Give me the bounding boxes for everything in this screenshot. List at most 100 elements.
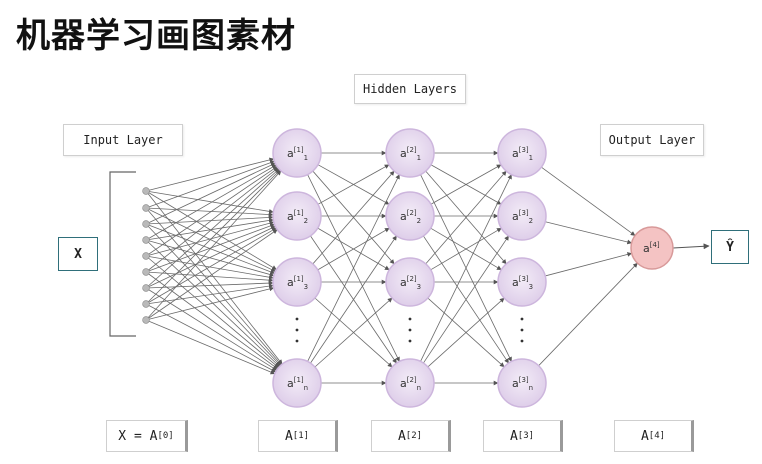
edge-hidden-hidden bbox=[427, 297, 505, 368]
edge-hidden-hidden bbox=[312, 170, 395, 265]
edge-input-hidden1 bbox=[145, 286, 275, 321]
bottom-label-a4: A[4] bbox=[614, 420, 694, 452]
input-dot bbox=[142, 300, 150, 308]
input-dot bbox=[142, 187, 150, 195]
edge-input-hidden1 bbox=[145, 223, 275, 273]
edge-input-hidden1 bbox=[145, 218, 274, 241]
hidden-node bbox=[272, 128, 322, 178]
edge-hidden3-output bbox=[541, 166, 636, 236]
hidden-layers-label: Hidden Layers bbox=[354, 74, 466, 104]
edge-input-hidden1 bbox=[145, 190, 274, 214]
bottom-label-text: A bbox=[509, 428, 518, 444]
neuron-nodes: a[1]1a[1]2a[1]3a[1]na[2]1a[2]2a[2]3a[2]n… bbox=[272, 128, 674, 408]
edge-input-hidden1 bbox=[145, 164, 277, 241]
bottom-label-sup: [1] bbox=[292, 431, 310, 441]
edge-hidden-hidden bbox=[317, 227, 390, 271]
bottom-label-a3: A[3] bbox=[483, 420, 563, 452]
input-layer-label: Input Layer bbox=[63, 124, 183, 156]
edge-hidden-hidden bbox=[317, 164, 390, 205]
node-label: a[2]1 bbox=[400, 146, 421, 162]
node-label: a[1]1 bbox=[287, 146, 308, 162]
bottom-label-sup: [0] bbox=[157, 431, 174, 441]
hidden-node bbox=[497, 128, 547, 178]
edge-input-hidden1 bbox=[145, 287, 278, 371]
edge-hidden-hidden bbox=[420, 174, 512, 362]
hidden-node bbox=[497, 358, 547, 408]
bottom-label-sup: [4] bbox=[648, 431, 666, 441]
input-dot bbox=[142, 204, 150, 212]
ellipsis-dot bbox=[520, 328, 524, 332]
output-y-hat-box: Ŷ bbox=[711, 230, 749, 264]
ellipsis-dot bbox=[295, 339, 299, 343]
edge-input-hidden1 bbox=[145, 169, 281, 305]
hidden-node bbox=[385, 358, 435, 408]
edge-input-hidden1 bbox=[145, 160, 275, 209]
edge-hidden-hidden bbox=[430, 227, 502, 271]
edge-input-hidden1 bbox=[145, 220, 275, 257]
hidden-node bbox=[272, 358, 322, 408]
edge-hidden-hidden bbox=[430, 164, 502, 205]
edge-input-hidden1 bbox=[145, 280, 274, 289]
hidden-node bbox=[272, 191, 322, 241]
edge-input-hidden1 bbox=[145, 170, 282, 321]
edge-input-hidden1 bbox=[145, 168, 280, 289]
edge-input-hidden1 bbox=[145, 215, 274, 225]
hidden-node bbox=[385, 128, 435, 178]
edge-input-hidden1 bbox=[145, 319, 276, 375]
edge-hidden-hidden bbox=[425, 170, 507, 265]
edge-hidden-hidden bbox=[314, 297, 393, 368]
edge-input-hidden1 bbox=[145, 255, 280, 368]
input-dot bbox=[142, 236, 150, 244]
edge-output-yhat bbox=[672, 243, 710, 250]
node-label: a[3]1 bbox=[512, 146, 533, 162]
edge-input-hidden1 bbox=[145, 303, 277, 373]
node-label: a[1]n bbox=[287, 376, 308, 392]
edge-input-hidden1 bbox=[145, 207, 274, 217]
edge-input-hidden1 bbox=[145, 162, 276, 225]
edge-input-hidden1 bbox=[145, 223, 281, 366]
input-dot bbox=[142, 268, 150, 276]
edge-hidden3-output bbox=[545, 221, 633, 245]
node-label: a[3]n bbox=[512, 376, 533, 392]
edge-hidden-hidden bbox=[310, 235, 397, 364]
node-label: a[3]2 bbox=[512, 209, 533, 225]
input-dot bbox=[142, 220, 150, 228]
node-label: a[2]3 bbox=[400, 275, 421, 291]
input-bracket bbox=[109, 171, 136, 337]
node-label: a[1]2 bbox=[287, 209, 308, 225]
edge-input-hidden1 bbox=[145, 225, 276, 289]
bottom-label-a1: A[1] bbox=[258, 420, 338, 452]
bottom-label-text: A bbox=[640, 428, 649, 444]
bottom-label-text: X = A bbox=[118, 428, 158, 444]
bottom-label-sup: [3] bbox=[517, 431, 535, 441]
edge-hidden3-output bbox=[545, 252, 633, 277]
connection-edges bbox=[145, 150, 710, 386]
edge-input-hidden1 bbox=[145, 190, 277, 270]
ellipsis-dot bbox=[520, 317, 524, 321]
node-label: a[3]3 bbox=[512, 275, 533, 291]
edge-input-hidden1 bbox=[145, 229, 278, 321]
hidden-node bbox=[497, 191, 547, 241]
edge-input-hidden1 bbox=[145, 283, 274, 305]
bottom-label-text: A bbox=[397, 428, 406, 444]
output-layer-label: Output Layer bbox=[600, 124, 704, 156]
output-node bbox=[630, 226, 674, 270]
edge-input-hidden1 bbox=[145, 271, 279, 370]
ellipsis-dot bbox=[295, 317, 299, 321]
output-node-label: a[4] bbox=[643, 241, 660, 255]
hidden-node bbox=[272, 257, 322, 307]
bottom-label-sup: [2] bbox=[405, 431, 423, 441]
input-x-box: X bbox=[58, 237, 98, 271]
edge-hidden-hidden bbox=[307, 174, 400, 362]
hidden-node bbox=[385, 257, 435, 307]
edge-input-hidden1 bbox=[145, 166, 278, 257]
edge-input-hidden1 bbox=[145, 167, 279, 273]
hidden-node bbox=[497, 257, 547, 307]
ellipsis-dot bbox=[520, 339, 524, 343]
ellipsis-dot bbox=[408, 328, 412, 332]
input-dot bbox=[142, 284, 150, 292]
ellipsis-dots bbox=[295, 317, 524, 343]
edge-input-hidden1 bbox=[145, 227, 277, 305]
node-label: a[2]n bbox=[400, 376, 421, 392]
